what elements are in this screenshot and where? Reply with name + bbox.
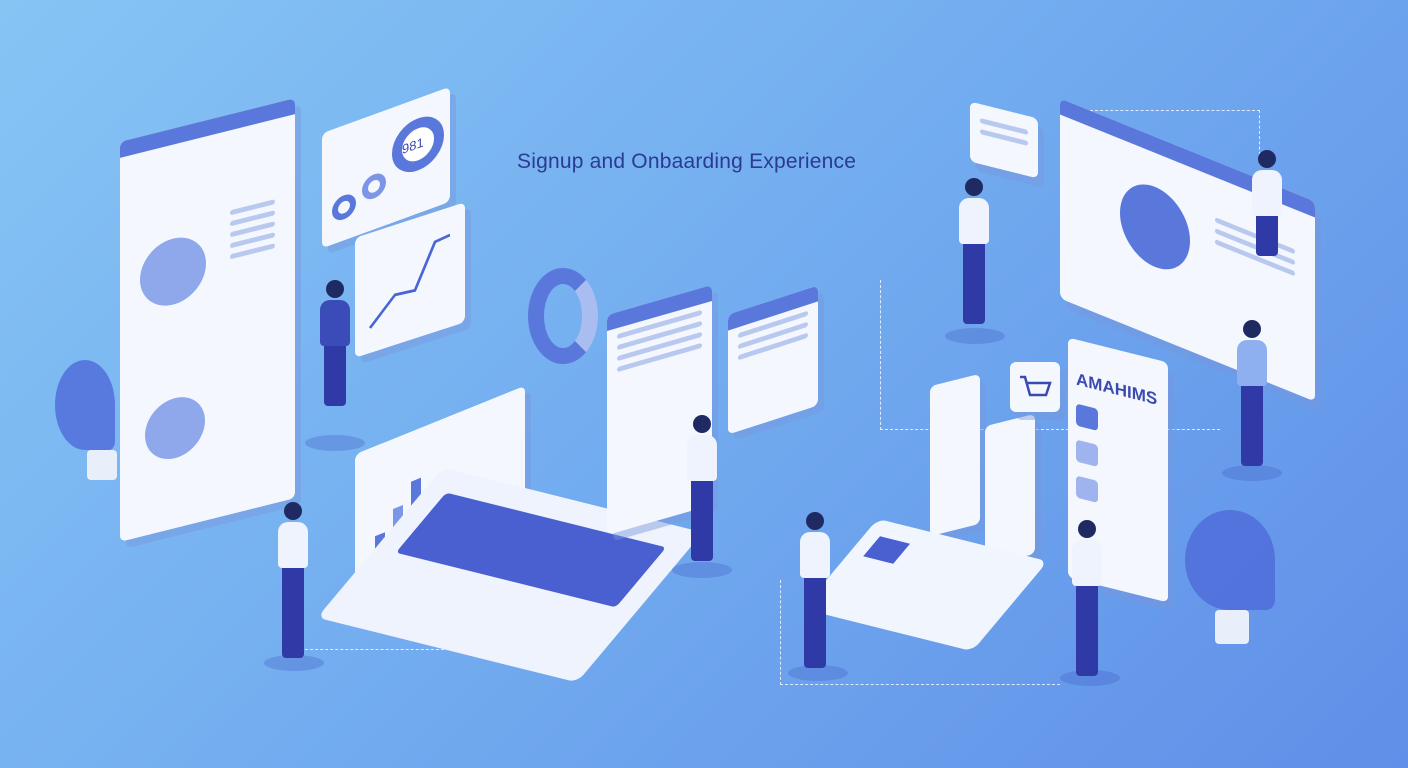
person-figure xyxy=(957,178,991,324)
donut-chart-icon xyxy=(528,268,598,364)
person-figure xyxy=(1235,320,1269,466)
connector-line xyxy=(780,580,1060,685)
person-figure xyxy=(276,502,310,658)
line-chart-icon xyxy=(368,233,451,329)
pie-chart-icon xyxy=(1120,172,1190,282)
plant-icon xyxy=(1185,510,1275,644)
line-chart-card xyxy=(355,202,465,358)
connector-line xyxy=(880,280,1220,430)
phone-card xyxy=(985,413,1035,567)
person-figure xyxy=(1250,150,1284,256)
checkbox[interactable] xyxy=(1076,475,1098,504)
person-figure xyxy=(685,415,719,561)
cart-icon xyxy=(1010,362,1060,412)
page-title: Signup and Onbaarding Experience xyxy=(517,150,857,173)
connector-line xyxy=(1090,110,1260,160)
chat-bubble-icon xyxy=(970,101,1038,179)
window-titlebar xyxy=(120,98,295,158)
person-figure xyxy=(318,280,352,406)
profile-window xyxy=(120,98,295,542)
person-figure xyxy=(1070,520,1104,676)
checkbox[interactable] xyxy=(1076,439,1098,468)
phone-card xyxy=(930,373,980,537)
avatar xyxy=(140,230,206,313)
document-card xyxy=(728,285,818,435)
plant-icon xyxy=(55,360,125,480)
avatar xyxy=(145,390,205,466)
person-figure xyxy=(798,512,832,668)
checkbox[interactable] xyxy=(1076,403,1098,432)
